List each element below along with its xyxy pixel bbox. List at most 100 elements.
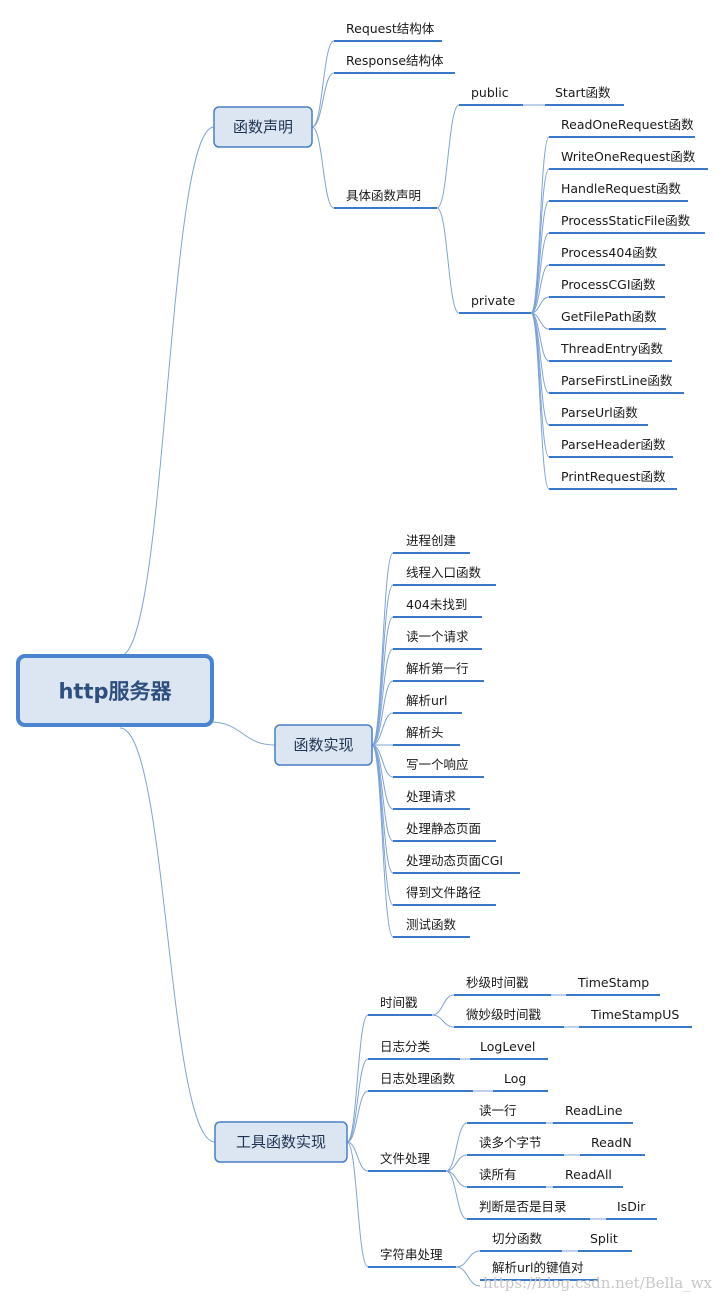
- loglevel-leaf: LogLevel: [480, 1039, 535, 1054]
- file-leaf-1: ReadN: [591, 1135, 632, 1150]
- decl-item-0: Request结构体: [346, 21, 435, 36]
- util-node-box: [214, 1121, 348, 1163]
- connector-private-2: [530, 200, 550, 314]
- connector-ts-0: [431, 994, 455, 1016]
- private-func-2: HandleRequest函数: [561, 181, 681, 196]
- connector-private-3: [530, 232, 550, 314]
- impl-item-5: 解析url: [406, 693, 448, 708]
- impl-node-label: 函数实现: [293, 736, 353, 754]
- private-func-1: WriteOneRequest函数: [561, 149, 696, 164]
- util-item-1: 日志分类: [380, 1039, 431, 1054]
- connector-central-to-util: [119, 727, 216, 1143]
- util-node-label: 工具函数实现: [236, 1133, 326, 1151]
- impl-item-10: 处理动态页面CGI: [406, 853, 503, 868]
- private-func-0: ReadOneRequest函数: [561, 117, 694, 132]
- private-func-3: ProcessStaticFile函数: [561, 213, 691, 228]
- connector-util-4: [346, 1141, 369, 1268]
- util-item-2: 日志处理函数: [380, 1071, 456, 1086]
- ts-leaf-1: TimeStampUS: [590, 1007, 679, 1022]
- connector-impl-3: [371, 648, 394, 746]
- private-node: private: [471, 293, 516, 308]
- str-leaf-0: Split: [590, 1231, 618, 1246]
- private-func-6: GetFilePath函数: [561, 309, 657, 324]
- file-leaf-2: ReadAll: [565, 1167, 612, 1182]
- connector-str-0: [455, 1250, 481, 1268]
- private-func-7: ThreadEntry函数: [560, 341, 663, 356]
- ts-item-0: 秒级时间戳: [466, 975, 529, 990]
- decl-item-2: 具体函数声明: [346, 188, 421, 203]
- log-leaf: Log: [504, 1071, 526, 1086]
- connector-util-1: [346, 1058, 369, 1143]
- connector-util-0: [346, 1014, 369, 1143]
- impl-item-0: 进程创建: [406, 533, 457, 548]
- connector-decl-0: [311, 40, 335, 128]
- connector-decl-2: [311, 126, 335, 209]
- file-item-3: 判断是否是目录: [479, 1199, 567, 1214]
- connector-impl-11: [371, 744, 394, 906]
- connector-private-11: [530, 312, 550, 490]
- private-func-5: ProcessCGI函数: [561, 277, 656, 292]
- impl-item-1: 线程入口函数: [406, 565, 482, 580]
- impl-item-11: 得到文件路径: [406, 885, 481, 900]
- connector-private-1: [530, 168, 550, 314]
- public-node: public: [471, 85, 509, 100]
- connector-file-0: [445, 1122, 468, 1172]
- impl-item-3: 读一个请求: [406, 629, 469, 644]
- connector-ts-1: [431, 1014, 455, 1028]
- connector-impl-12: [371, 744, 394, 938]
- connector-impl-0: [371, 552, 394, 746]
- watermark: https://blog.csdn.net/Bella_wx: [483, 1274, 713, 1292]
- central-node-label: http服务器: [58, 680, 172, 704]
- connector-file-3: [445, 1170, 468, 1220]
- str-item-0: 切分函数: [492, 1231, 543, 1246]
- connector-decl-1: [311, 72, 335, 128]
- impl-item-6: 解析头: [406, 725, 444, 740]
- file-item-2: 读所有: [479, 1167, 517, 1182]
- private-func-8: ParseFirstLine函数: [561, 373, 673, 388]
- util-item-4: 字符串处理: [380, 1247, 443, 1262]
- connector-impl-5: [371, 712, 394, 746]
- util-item-0: 时间戳: [380, 995, 418, 1010]
- ts-leaf-0: TimeStamp: [577, 975, 649, 990]
- connector-util-2: [346, 1090, 369, 1143]
- impl-item-9: 处理静态页面: [406, 821, 481, 836]
- connector-central-to-decl: [119, 126, 215, 657]
- decl-item-1: Response结构体: [346, 53, 444, 68]
- connector-private-5: [530, 296, 550, 314]
- central-node-box: [16, 654, 214, 727]
- start-func: Start函数: [555, 85, 611, 100]
- file-leaf-0: ReadLine: [565, 1103, 623, 1118]
- impl-item-4: 解析第一行: [406, 661, 469, 676]
- connector-impl-8: [371, 744, 394, 810]
- impl-item-7: 写一个响应: [406, 757, 469, 772]
- connector-to-private: [436, 207, 460, 314]
- impl-item-8: 处理请求: [406, 789, 457, 804]
- file-item-1: 读多个字节: [479, 1135, 542, 1150]
- ts-item-1: 微妙级时间戳: [466, 1007, 542, 1022]
- util-item-3: 文件处理: [380, 1151, 431, 1166]
- file-item-0: 读一行: [479, 1103, 517, 1118]
- decl-node-box: [213, 106, 313, 148]
- decl-node-label: 函数声明: [233, 118, 293, 136]
- connector-str-1: [455, 1266, 481, 1287]
- str-item-1: 解析url的键值对: [492, 1260, 584, 1275]
- connector-util-3: [346, 1141, 369, 1172]
- private-func-9: ParseUrl函数: [561, 405, 638, 420]
- connector-private-4: [530, 264, 550, 314]
- connector-impl-10: [371, 744, 394, 874]
- connector-to-public: [436, 104, 460, 209]
- connector-impl-2: [371, 616, 394, 746]
- connector-central-to-impl: [209, 721, 276, 746]
- private-func-4: Process404函数: [561, 245, 658, 260]
- impl-node-box: [274, 724, 373, 766]
- file-leaf-3: IsDir: [617, 1199, 646, 1214]
- connectors: [119, 40, 606, 1287]
- connector-impl-1: [371, 584, 394, 746]
- private-func-11: PrintRequest函数: [561, 469, 666, 484]
- connector-file-1: [445, 1154, 468, 1172]
- impl-item-12: 测试函数: [406, 917, 457, 932]
- impl-item-2: 404未找到: [406, 597, 467, 612]
